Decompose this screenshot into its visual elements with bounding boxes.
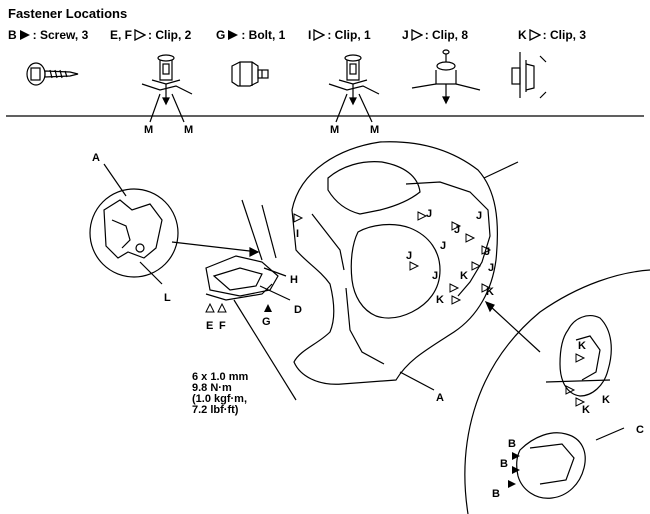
callout-i: I	[296, 228, 300, 240]
callout-j: J	[440, 240, 447, 252]
callout-m: M	[184, 124, 194, 136]
legend-clip-k: K : Clip, 3	[518, 28, 586, 42]
callout-a-detail: A	[92, 152, 100, 164]
callout-k: K	[460, 270, 468, 282]
legend-text: : Clip, 2	[148, 28, 192, 42]
callout-j: J	[406, 250, 413, 262]
callout-b: B	[500, 458, 508, 470]
callout-j: J	[484, 246, 491, 258]
callout-k: K	[436, 294, 444, 306]
legend-code: G	[216, 28, 226, 42]
legend-clip-ef: E, F : Clip, 2	[110, 28, 191, 42]
clip-k-icon	[511, 52, 547, 99]
detail-circle-clip	[89, 188, 179, 278]
legend-code: I	[308, 28, 312, 42]
detail-bracket	[103, 199, 163, 259]
legend-screw: B : Screw, 3	[8, 28, 88, 42]
legend-bolt: G : Bolt, 1	[216, 28, 285, 42]
legend-code: J	[402, 28, 409, 42]
torque-spec-line: 6 x 1.0 mm	[192, 371, 249, 383]
legend-text: : Clip, 3	[542, 28, 587, 42]
callout-m: M	[330, 124, 340, 136]
callout-l: L	[164, 292, 171, 304]
filled-triangle-icon	[228, 30, 239, 40]
callout-k: K	[578, 340, 586, 352]
legend-text: : Screw, 3	[32, 28, 89, 42]
torque-spec-line: 9.8 N·m	[192, 382, 232, 394]
legend-clip-j: J : Clip, 8	[402, 28, 468, 42]
detail-circle-wheel-arch	[464, 269, 650, 514]
open-triangle-icon	[313, 29, 326, 41]
legend-code: B	[8, 28, 17, 42]
callout-h: H	[290, 274, 298, 286]
callout-e: E	[206, 320, 214, 332]
clip-ef-icon	[141, 54, 193, 123]
callout-b: B	[492, 488, 500, 500]
torque-spec-line: (1.0 kgf·m,	[192, 393, 248, 405]
legend-text: : Clip, 1	[327, 28, 371, 42]
callout-j: J	[426, 208, 433, 220]
bracket-h	[205, 255, 279, 297]
open-triangle-icon	[529, 29, 541, 41]
callout-k: K	[582, 404, 590, 416]
callout-m: M	[370, 124, 380, 136]
legend-text: : Clip, 8	[424, 28, 469, 42]
legend-code: E, F	[110, 28, 133, 42]
callout-c: C	[636, 424, 644, 436]
leader-to-detail	[171, 241, 259, 253]
fender-liner-main	[291, 141, 498, 385]
callout-m: M	[144, 124, 154, 136]
bolt-icon	[231, 61, 269, 87]
open-triangle-icon	[411, 29, 423, 41]
diagram-title: Fastener Locations	[8, 6, 128, 21]
callout-b: B	[508, 438, 516, 450]
callout-a: A	[436, 392, 444, 404]
clip-j-icon	[411, 49, 481, 105]
clip-i-icon	[328, 54, 380, 123]
callout-d: D	[294, 304, 302, 316]
torque-spec: 6 x 1.0 mm 9.8 N·m (1.0 kgf·m, 7.2 lbf·f…	[192, 372, 248, 416]
callout-k: K	[486, 286, 494, 298]
legend-text: : Bolt, 1	[241, 28, 286, 42]
callout-j: J	[476, 210, 483, 222]
callout-j: J	[488, 262, 495, 274]
callout-g: G	[262, 316, 271, 328]
screw-icon	[26, 62, 79, 86]
torque-spec-line: 7.2 lbf·ft)	[192, 404, 239, 416]
legend-code: K	[518, 28, 527, 42]
legend-clip-i: I : Clip, 1	[308, 28, 371, 42]
callout-j: J	[432, 270, 439, 282]
callout-f: F	[219, 320, 226, 332]
callout-k: K	[602, 394, 610, 406]
open-triangle-icon	[134, 29, 147, 41]
filled-triangle-icon	[19, 30, 30, 40]
callout-j: J	[454, 224, 461, 236]
